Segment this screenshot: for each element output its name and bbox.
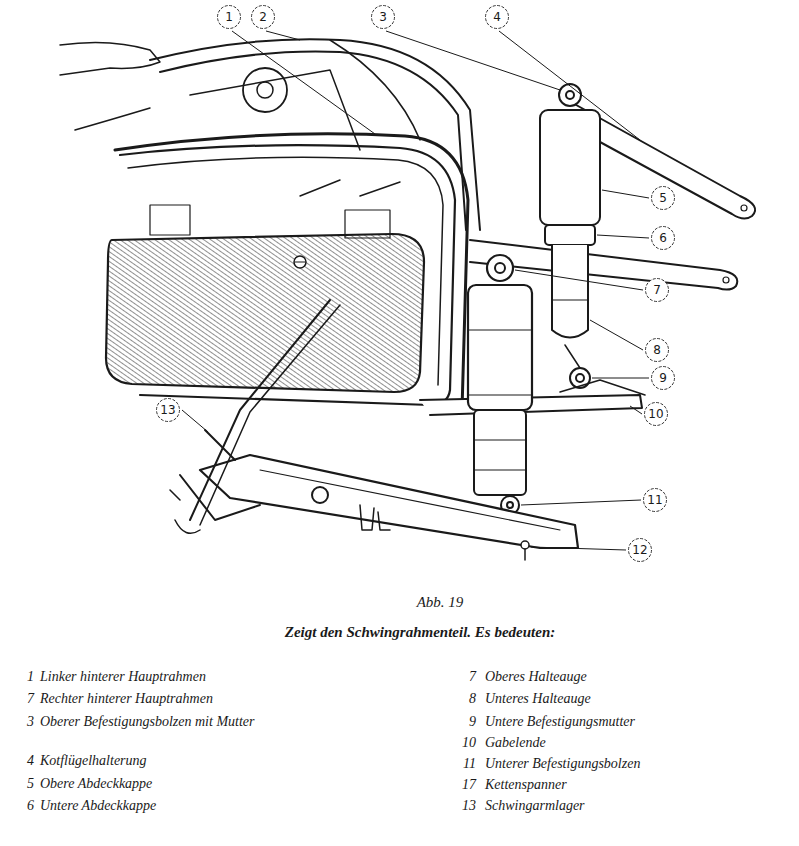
legend-number: 7	[10, 691, 34, 707]
legend-number: 5	[10, 776, 34, 792]
callout-number: 12	[627, 543, 653, 557]
part-name: Untere Befestigungsmutter	[485, 714, 635, 730]
legend-number: 1	[10, 669, 34, 685]
callout-circle: 3	[370, 4, 396, 30]
figure-number: Abb. 19	[417, 594, 464, 611]
callout-number: 13	[155, 403, 181, 417]
callout-circle: 6	[650, 225, 676, 251]
callout-number: 8	[644, 343, 670, 357]
part-name: Rechter hinterer Hauptrahmen	[40, 691, 213, 707]
part-name: Oberer Befestigungsbolzen mit Mutter	[40, 714, 255, 730]
callout-circle: 11	[642, 487, 668, 513]
callout-circle: 8	[644, 337, 670, 363]
legend-number: 7	[452, 669, 476, 685]
callout-circle: 10	[643, 401, 669, 427]
callout-circle: 4	[484, 4, 510, 30]
callout-number: 4	[484, 10, 510, 24]
callout-number: 6	[650, 231, 676, 245]
legend-number: 3	[10, 714, 34, 730]
legend-number: 4	[10, 753, 34, 769]
callout-circle: 7	[644, 277, 670, 303]
legend-number: 8	[452, 691, 476, 707]
part-name: Untere Abdeckkappe	[40, 798, 156, 814]
part-name: Unteres Halteauge	[485, 691, 591, 707]
legend-number: 6	[10, 798, 34, 814]
part-name: Unterer Befestigungsbolzen	[485, 756, 640, 772]
callout-number: 5	[650, 191, 676, 205]
callout-circle: 2	[250, 4, 276, 30]
callout-circle: 5	[650, 185, 676, 211]
part-name: Gabelende	[485, 735, 546, 751]
legend-number: 11	[452, 756, 476, 772]
part-name: Linker hinterer Hauptrahmen	[40, 669, 206, 685]
callout-number: 1	[216, 10, 242, 24]
callout-number: 3	[370, 10, 396, 24]
part-name: Kotflügelhalterung	[40, 753, 147, 769]
figure-caption: Zeigt den Schwingrahmenteil. Es bedeuten…	[285, 624, 555, 641]
legend-number: 17	[452, 777, 476, 793]
callout-circle: 12	[627, 537, 653, 563]
part-name: Schwingarmlager	[485, 798, 585, 814]
callout-number: 9	[650, 371, 676, 385]
part-name: Obere Abdeckkappe	[40, 776, 152, 792]
callout-number: 10	[643, 407, 669, 421]
legend-number: 13	[452, 798, 476, 814]
callout-circle: 9	[650, 365, 676, 391]
callout-number: 7	[644, 283, 670, 297]
part-name: Oberes Halteauge	[485, 669, 587, 685]
callout-number: 11	[642, 493, 668, 507]
legend-number: 10	[452, 735, 476, 751]
part-name: Kettenspanner	[485, 777, 567, 793]
callout-number: 2	[250, 10, 276, 24]
legend-number: 9	[452, 714, 476, 730]
callout-circle: 1	[216, 4, 242, 30]
callout-circle: 13	[155, 397, 181, 423]
